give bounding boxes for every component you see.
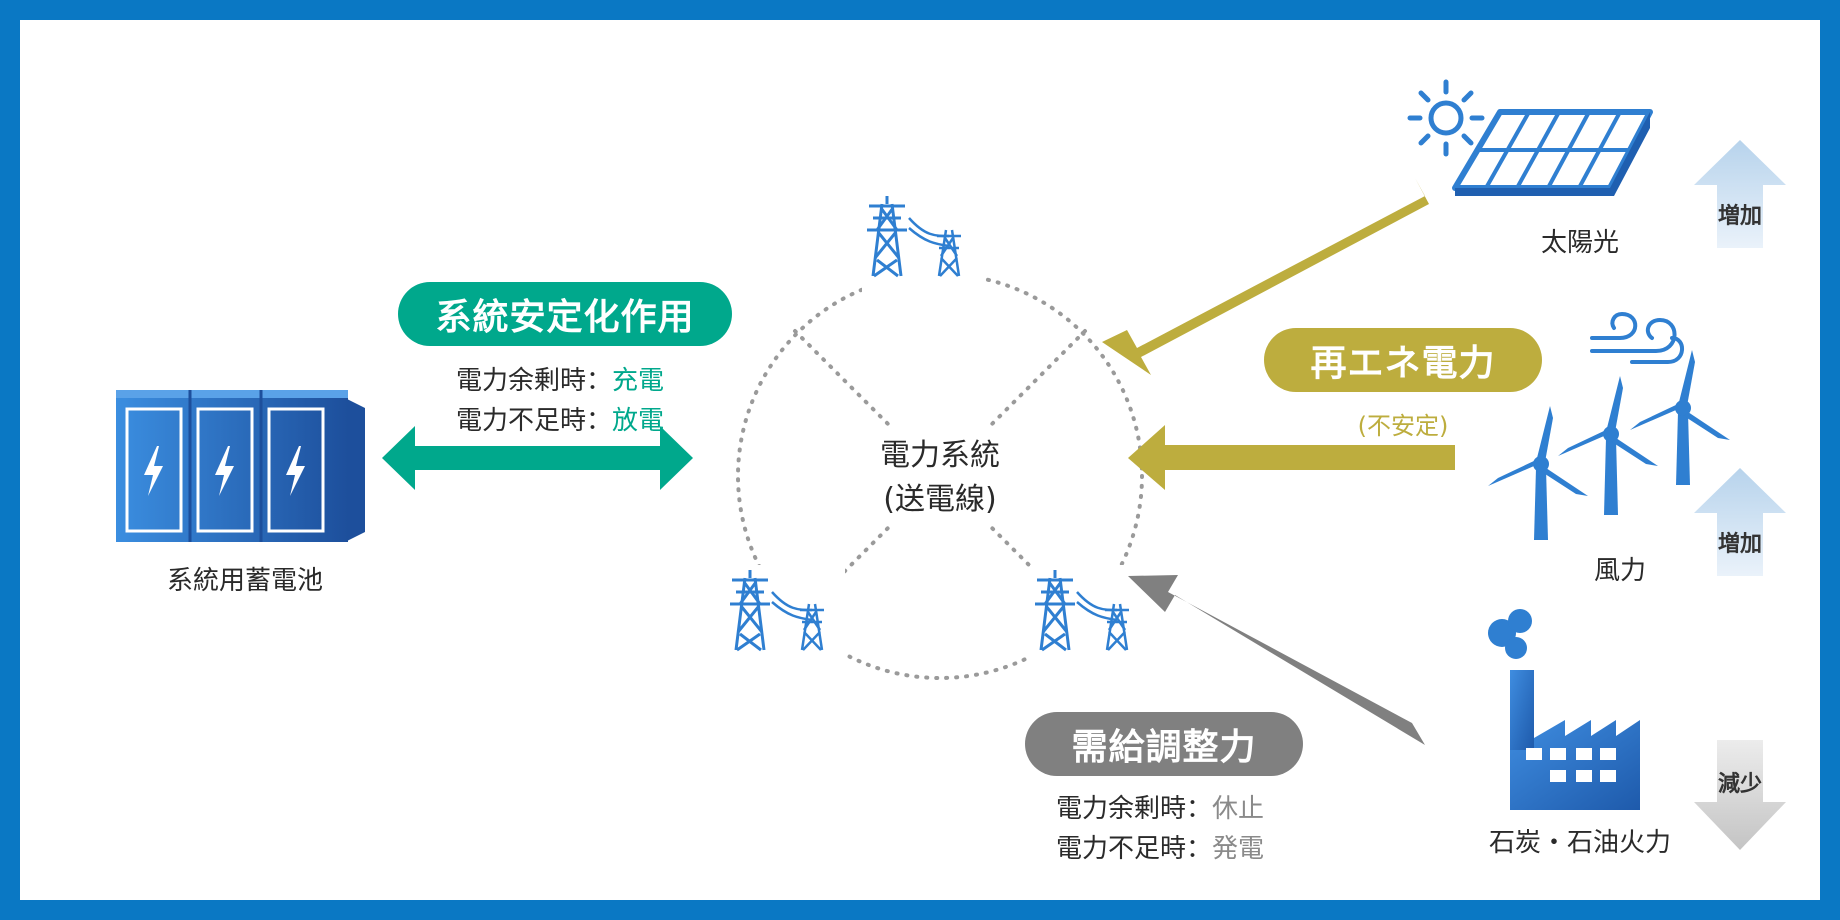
balancing-surplus-line: 電力余剰時：休止	[1056, 788, 1264, 825]
balancing-shortage-label: 電力不足時：	[1056, 834, 1213, 864]
battery-icon	[116, 390, 365, 542]
balancing-pill: 需給調整力	[1025, 712, 1303, 776]
battery-shortage-line: 電力不足時：放電	[456, 400, 664, 437]
battery-grid-double-arrow	[382, 426, 693, 490]
wind-trend-up-arrow	[1694, 468, 1786, 576]
grid-label: 電力系統 (送電線)	[840, 434, 1040, 522]
battery-label: 系統用蓄電池	[166, 566, 323, 596]
wind-trend-label: 増加	[1717, 532, 1762, 557]
solar-trend-label: 増加	[1717, 204, 1762, 229]
diagram-frame: 電力系統 (送電線) 系統安定化作用 電力余剰時：充電 電力不足時：放電 系統用…	[20, 20, 1820, 900]
battery-shortage-value: 放電	[612, 406, 665, 436]
renewable-pill: 再エネ電力	[1264, 328, 1542, 392]
solar-panel-icon	[1452, 109, 1653, 196]
grid-label-line1: 電力系統	[880, 438, 1000, 473]
factory-icon	[1488, 609, 1640, 810]
battery-surplus-line: 電力余剰時：充電	[456, 360, 664, 397]
battery-surplus-label: 電力余剰時：	[456, 366, 613, 396]
balancing-shortage-line: 電力不足時：発電	[1056, 828, 1264, 865]
wind-icon	[1590, 311, 1684, 364]
balancing-surplus-label: 電力余剰時：	[1056, 794, 1213, 824]
solar-trend-up-arrow	[1694, 140, 1786, 248]
sun-icon	[1407, 79, 1485, 157]
thermal-trend-down-arrow	[1694, 740, 1786, 850]
renewable-note: (不安定)	[1357, 412, 1449, 440]
diagram-canvas	[116, 79, 1786, 850]
thermal-label: 石炭・石油火力	[1488, 828, 1671, 858]
balancing-shortage-value: 発電	[1212, 834, 1265, 864]
solar-label: 太陽光	[1540, 228, 1619, 258]
battery-shortage-label: 電力不足時：	[456, 406, 613, 436]
wind-to-grid-arrow	[1128, 425, 1455, 490]
thermal-trend-label: 減少	[1717, 772, 1762, 797]
grid-stabilization-pill: 系統安定化作用	[398, 282, 732, 346]
battery-surplus-value: 充電	[612, 366, 665, 396]
grid-label-line2: (送電線)	[883, 482, 997, 517]
thermal-to-grid-arrow	[1128, 575, 1425, 745]
balancing-surplus-value: 休止	[1212, 794, 1265, 824]
solar-to-grid-arrow	[1102, 178, 1429, 375]
wind-label: 風力	[1593, 556, 1646, 586]
wind-turbine-icon	[1488, 350, 1730, 540]
